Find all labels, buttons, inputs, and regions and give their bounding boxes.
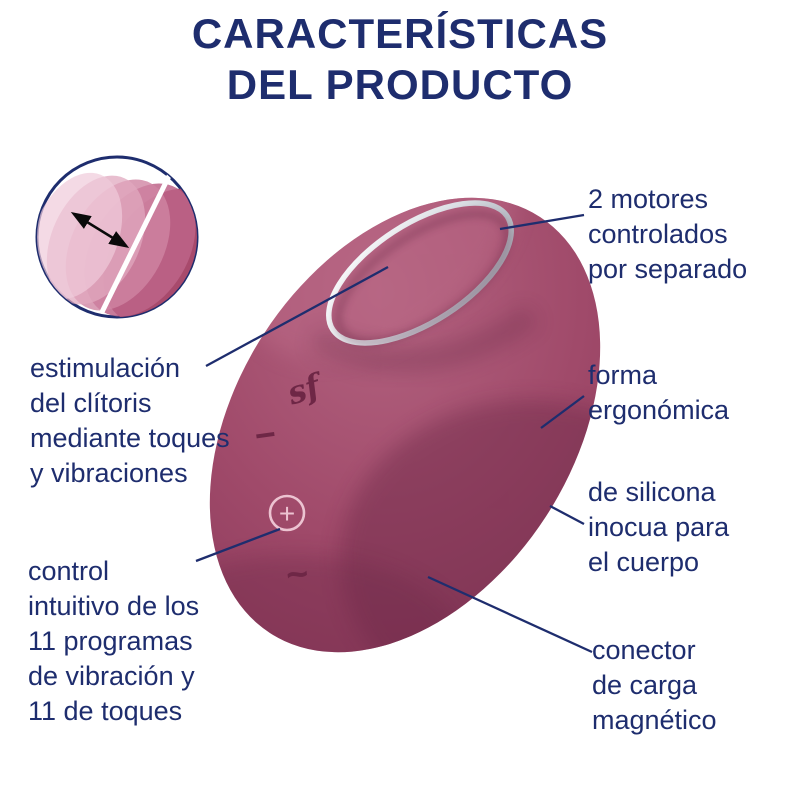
label-control-line-3: 11 programas <box>28 626 193 656</box>
label-ergonomic-line-2: ergonómica <box>588 395 730 425</box>
line-to-stimulation-label <box>205 265 389 368</box>
label-connector-line-2: de carga <box>592 670 698 700</box>
tapping-face-shadow <box>334 210 512 346</box>
plus-glyph: + <box>279 498 295 529</box>
label-stimulation-line-2: del clítoris <box>30 388 152 418</box>
line-to-motors-label <box>499 213 585 231</box>
label-ergonomic-line-1: forma <box>588 360 658 390</box>
label-control-line-1: control <box>28 556 110 586</box>
label-silicone-line-2: inocua para <box>588 512 730 542</box>
label-control-line-2: intuitivo de los <box>28 591 200 621</box>
label-control-line-4: de vibración y <box>28 661 195 691</box>
label-connector: conector de carga magnético <box>592 633 717 738</box>
label-control: control intuitivo de los 11 programas de… <box>28 554 199 729</box>
label-stimulation-line-4: y vibraciones <box>30 458 188 488</box>
label-stimulation-line-1: estimulación <box>30 353 181 383</box>
line-to-connector-label <box>427 575 593 654</box>
label-ergonomic: forma ergonómica <box>588 358 729 428</box>
motion-arrow-icon <box>70 212 130 248</box>
label-connector-line-1: conector <box>592 635 696 665</box>
label-stimulation: estimulación del clítoris mediante toque… <box>30 351 230 491</box>
line-to-control-label <box>195 527 281 563</box>
label-silicone: de silicona inocua para el cuerpo <box>588 475 729 580</box>
line-to-silicone-label <box>549 504 585 526</box>
title-line-1: CARACTERÍSTICAS <box>191 10 609 57</box>
line-to-ergonomic-label <box>540 395 585 429</box>
label-motors: 2 motores controlados por separado <box>588 182 747 287</box>
page-title: CARACTERÍSTICAS DEL PRODUCTO <box>0 8 800 110</box>
label-motors-line-3: por separado <box>588 254 748 284</box>
label-silicone-line-3: el cuerpo <box>588 547 700 577</box>
label-motors-line-1: 2 motores <box>588 184 709 214</box>
label-connector-line-3: magnético <box>592 705 717 735</box>
connector-lines <box>195 213 593 654</box>
title-line-2: DEL PRODUCTO <box>226 61 574 108</box>
label-silicone-line-1: de silicona <box>588 477 716 507</box>
inset-rim-highlight <box>99 168 175 314</box>
label-motors-line-2: controlados <box>588 219 728 249</box>
label-control-line-5: 11 de toques <box>28 696 183 726</box>
zoom-inset <box>35 155 199 319</box>
label-stimulation-line-3: mediante toques <box>30 423 230 453</box>
plus-button-icon: + <box>268 494 306 532</box>
